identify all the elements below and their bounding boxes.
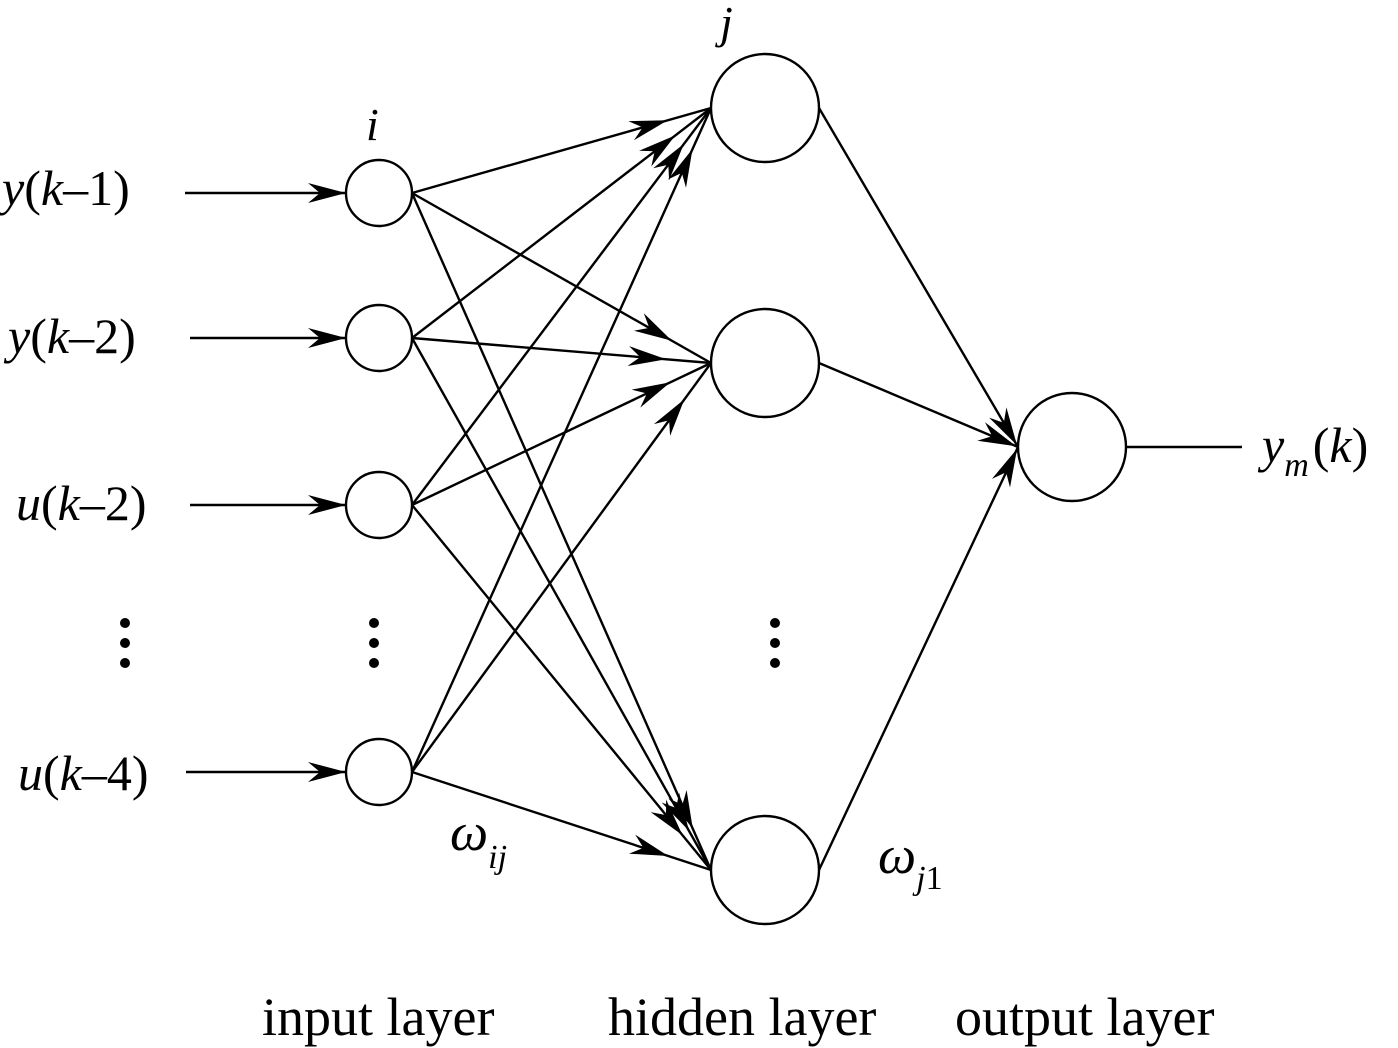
arrowhead-icon xyxy=(653,399,685,436)
arrowhead-icon xyxy=(667,149,693,188)
input-hidden-edge xyxy=(410,337,713,871)
arrowhead-icon xyxy=(627,346,667,366)
input-label-u-k-4: u(k–4) xyxy=(18,745,149,801)
input-node xyxy=(344,470,414,540)
arrowhead-icon xyxy=(629,834,669,856)
input-node xyxy=(344,158,414,228)
hidden-index-label: j xyxy=(715,0,733,48)
output-node xyxy=(1016,391,1128,503)
input-hidden-edge xyxy=(411,336,712,365)
ellipsis-dot xyxy=(770,618,780,628)
arrowhead-icon xyxy=(308,183,346,203)
arrowhead-icon xyxy=(650,799,683,836)
input-hidden-edge xyxy=(411,362,712,773)
weight-label-hidden-output: ωj1 xyxy=(878,825,943,897)
ellipsis-dot xyxy=(369,658,379,668)
arrowhead-icon xyxy=(308,762,346,782)
hidden-node xyxy=(709,52,821,164)
input-node xyxy=(344,303,414,373)
ellipsis-dot xyxy=(120,658,130,668)
input-hidden-edge xyxy=(410,107,713,773)
arrowhead-icon xyxy=(989,407,1017,446)
arrowhead-icon xyxy=(639,135,676,167)
hidden-node xyxy=(709,814,821,926)
input-hidden-edge xyxy=(411,107,712,506)
input-layer-ellipsis xyxy=(369,618,379,668)
input-layer-label: input layer xyxy=(262,987,494,1047)
arrowhead-icon xyxy=(977,422,1017,447)
nodes-group xyxy=(344,52,1128,926)
ellipsis-dot xyxy=(770,638,780,648)
edges-group xyxy=(185,106,1242,872)
weight-label-input-hidden: ωij xyxy=(450,802,507,876)
ellipsis-dot xyxy=(770,658,780,668)
ellipsis-dot xyxy=(120,618,130,628)
arrowhead-icon xyxy=(653,143,684,181)
ellipsis-dot xyxy=(369,638,379,648)
output-label: ym(k) xyxy=(1257,417,1368,484)
input-hidden-edge xyxy=(411,504,712,871)
hidden-layer-ellipsis xyxy=(770,618,780,668)
input-index-label: i xyxy=(366,99,379,150)
ellipsis-dot xyxy=(369,618,379,628)
input-label-u-k-2: u(k–2) xyxy=(16,475,147,531)
arrowhead-icon xyxy=(628,120,668,141)
external-input-ellipsis xyxy=(120,618,130,668)
input-label-y-k-2: y(k–2) xyxy=(3,308,136,364)
arrowhead-icon xyxy=(631,382,671,408)
ellipsis-dot xyxy=(120,638,130,648)
input-hidden-edge xyxy=(410,192,713,871)
hidden-output-edge xyxy=(817,107,1020,448)
input-label-y-k-1: y(k–1) xyxy=(0,160,130,216)
hidden-node xyxy=(709,307,821,419)
arrowhead-icon xyxy=(661,792,689,831)
arrowhead-icon xyxy=(633,313,672,341)
arrowhead-icon xyxy=(308,328,346,348)
hidden-output-edge xyxy=(818,361,1019,449)
arrowhead-icon xyxy=(308,495,346,515)
output-layer-label: output layer xyxy=(955,987,1214,1047)
arrowhead-icon xyxy=(991,448,1018,488)
hidden-output-edge xyxy=(817,446,1020,871)
hidden-layer-label: hidden layer xyxy=(608,987,876,1047)
input-node xyxy=(344,737,414,807)
